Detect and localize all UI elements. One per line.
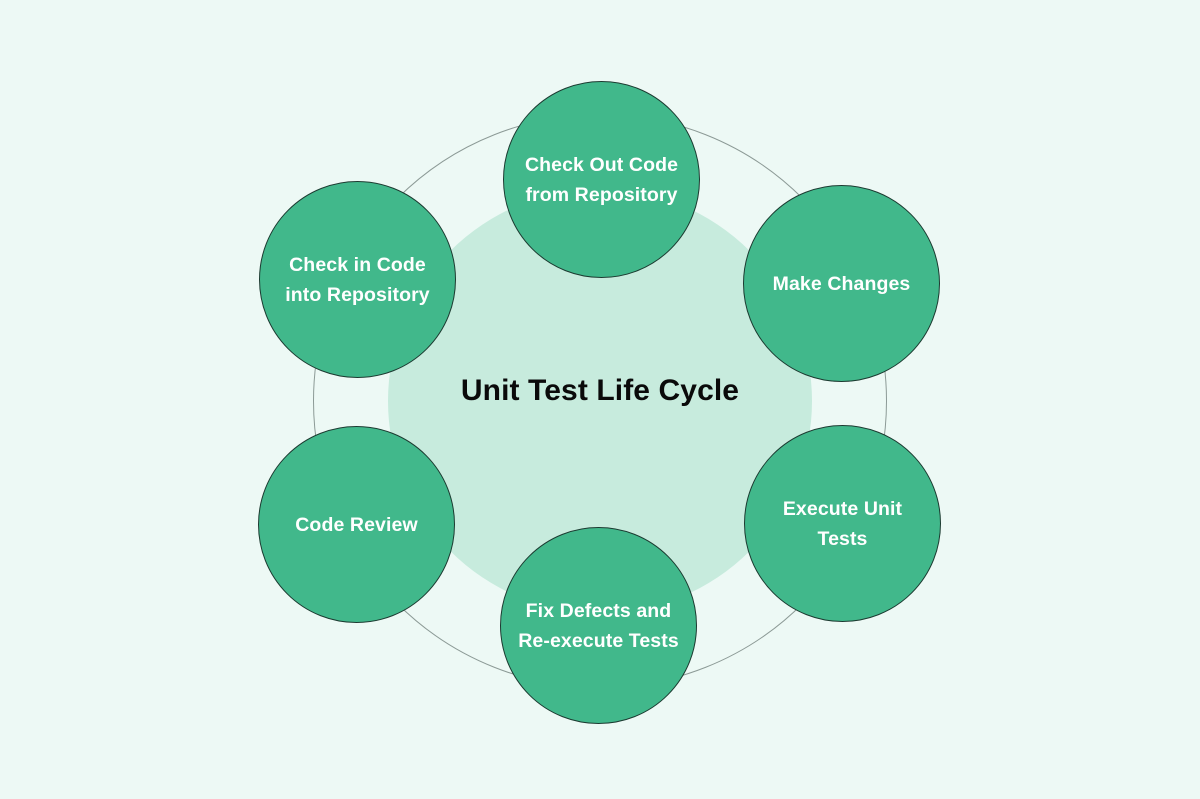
- cycle-node-check-out-code-from-repository[interactable]: Check Out Code from Repository: [503, 81, 700, 278]
- cycle-node-make-changes[interactable]: Make Changes: [743, 185, 940, 382]
- cycle-node-execute-unit-tests[interactable]: Execute Unit Tests: [744, 425, 941, 622]
- cycle-node-label: Check Out Code from Repository: [524, 153, 679, 206]
- diagram-title: Unit Test Life Cycle: [460, 374, 740, 407]
- cycle-node-label: Code Review: [295, 513, 418, 536]
- cycle-node-code-review[interactable]: Code Review: [258, 426, 455, 623]
- cycle-node-check-in-code-into-repository[interactable]: Check in Code into Repository: [259, 181, 456, 378]
- cycle-node-label: Fix Defects and Re-execute Tests: [518, 599, 679, 652]
- cycle-node-label: Make Changes: [772, 272, 911, 295]
- cycle-node-label: Execute Unit Tests: [782, 497, 903, 550]
- cycle-node-fix-defects-and-re-execute-tests[interactable]: Fix Defects and Re-execute Tests: [500, 527, 697, 724]
- cycle-node-label: Check in Code into Repository: [285, 253, 430, 306]
